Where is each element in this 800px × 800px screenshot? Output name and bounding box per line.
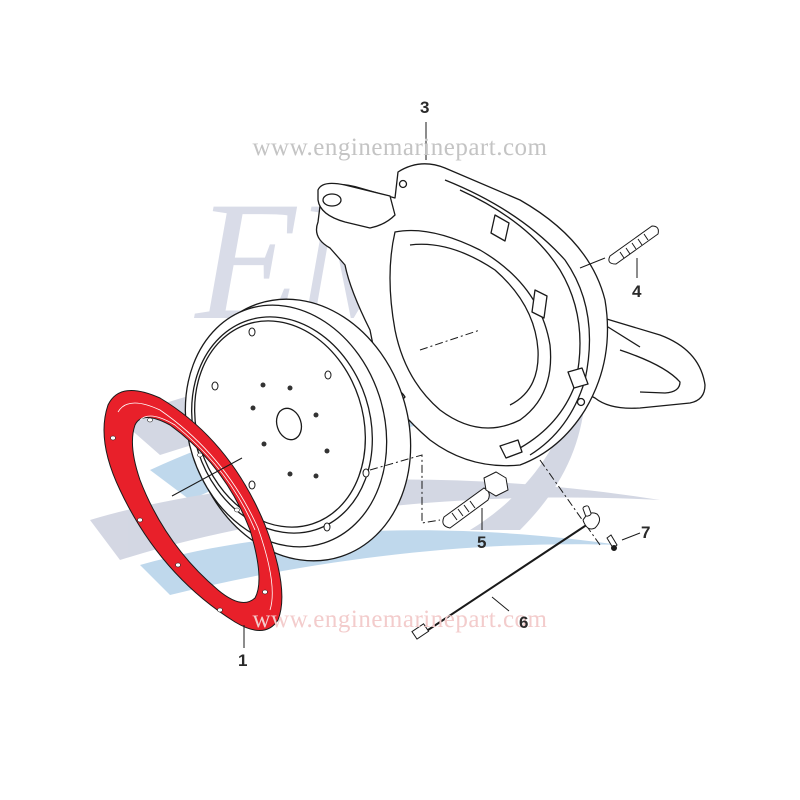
gasket-ring-highlighted [103,389,283,631]
callout-5: 5 [477,533,487,552]
sensor-cable-part [411,505,601,640]
screw-part [606,534,618,551]
hex-bolt-part [442,471,509,529]
callout-7: 7 [641,523,651,542]
callout-3: 3 [420,98,430,117]
url-watermark-top: www.enginemarinepart.com [252,134,548,161]
url-watermark-bottom: www.enginemarinepart.com [252,606,548,633]
callout-1: 1 [238,651,248,670]
leader-lines [171,122,641,648]
callout-4: 4 [632,282,642,301]
callout-6: 6 [519,613,529,632]
stud-part [608,225,659,265]
